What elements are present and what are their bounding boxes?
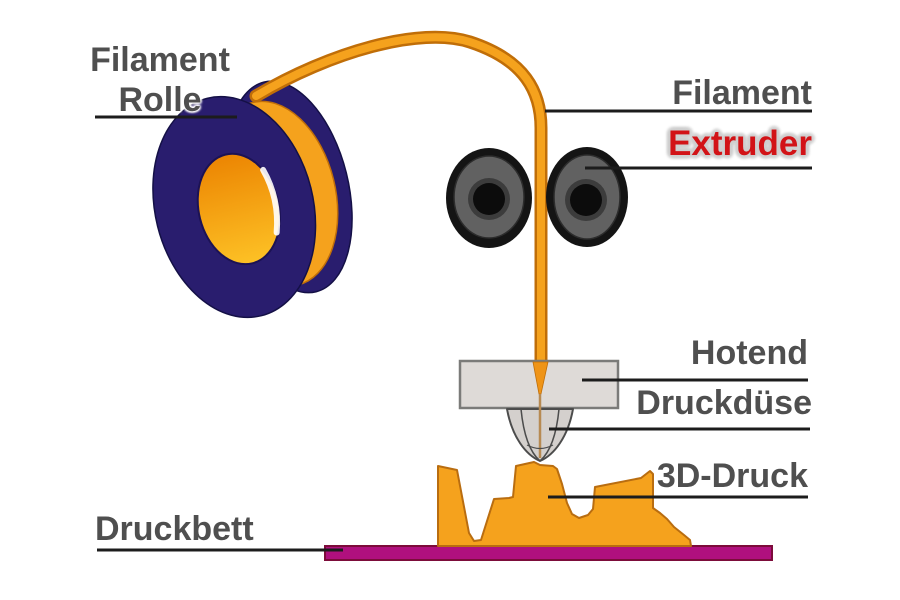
nozzle-label: Druckdüse xyxy=(636,384,812,422)
pointer-lines xyxy=(95,109,812,552)
wheel-right-hub xyxy=(570,184,602,216)
nozzle xyxy=(506,394,574,462)
extruder-wheel-right xyxy=(546,147,628,247)
print-label: 3D-Druck xyxy=(656,457,808,495)
nozzle-tip-arc xyxy=(526,444,554,450)
bed-label: Druckbett xyxy=(95,510,254,548)
filament-strand xyxy=(249,30,548,368)
extruder-label: Extruder xyxy=(668,124,812,163)
spool-label-line1: Filament xyxy=(90,41,230,79)
hotend-label: Hotend xyxy=(690,334,808,372)
nozzle-facet-left xyxy=(520,408,541,462)
filament-strand-core xyxy=(252,33,545,365)
print-bed xyxy=(324,545,773,561)
extruder-wheel-left xyxy=(446,148,532,248)
filament-label: Filament xyxy=(672,74,812,112)
filament-spool xyxy=(152,80,353,319)
spool-label: Filament Rolle xyxy=(85,40,235,120)
wheel-left-hub xyxy=(473,183,505,215)
nozzle-facet-right xyxy=(539,408,560,462)
spool-hub-highlight xyxy=(260,166,281,236)
spool-label-line2: Rolle xyxy=(118,81,202,119)
printed-object xyxy=(437,461,692,547)
extruder-wheels xyxy=(446,147,628,248)
